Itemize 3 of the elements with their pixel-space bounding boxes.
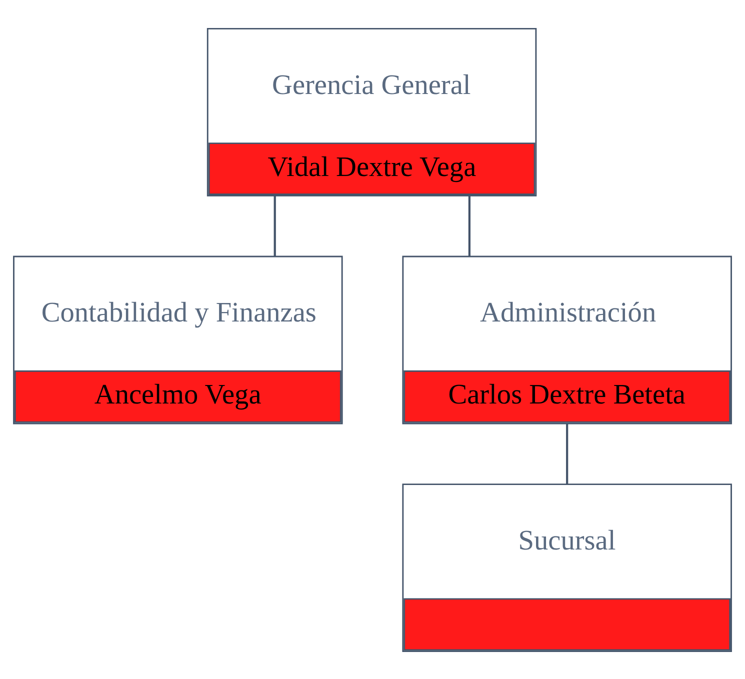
- connector: [468, 195, 470, 256]
- connector: [274, 195, 276, 256]
- connector: [566, 423, 568, 484]
